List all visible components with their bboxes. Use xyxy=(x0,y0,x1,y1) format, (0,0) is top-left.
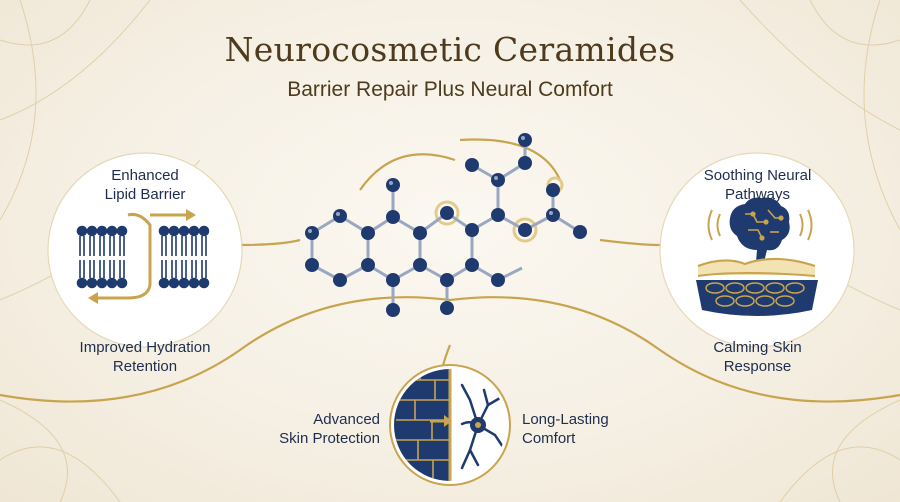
calming-skin-response-label: Calming Skin Response xyxy=(713,339,802,375)
skin-layers-icon xyxy=(696,257,818,316)
enhanced-lipid-barrier-label: Enhanced Lipid Barrier xyxy=(104,167,186,203)
improved-hydration-label: Improved Hydration Retention xyxy=(79,339,211,375)
page-subtitle: Barrier Repair Plus Neural Comfort xyxy=(287,78,613,101)
soothing-neural-pathways-label: Soothing Neural Pathways xyxy=(703,167,812,203)
advanced-skin-protection-label: Advanced Skin Protection xyxy=(279,411,380,447)
long-lasting-comfort-label: Long-Lasting Comfort xyxy=(522,411,609,447)
page-title: Neurocosmetic Ceramides xyxy=(224,30,676,69)
brain-icon xyxy=(707,197,813,262)
lipid-bilayer-icon xyxy=(76,209,210,304)
